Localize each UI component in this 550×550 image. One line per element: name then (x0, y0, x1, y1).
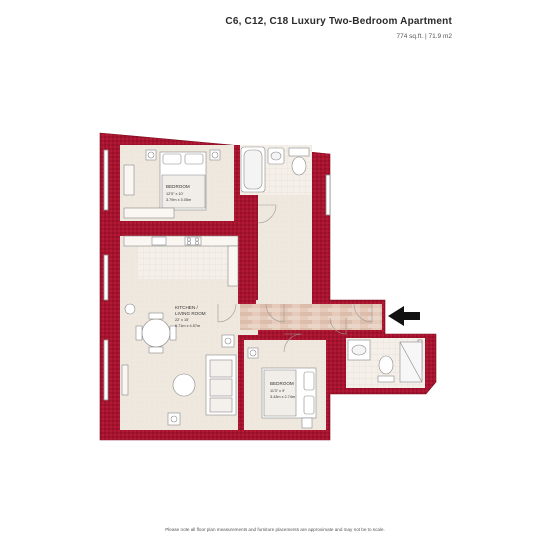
interior-walls (116, 145, 346, 436)
living-furniture (121, 303, 237, 426)
disclaimer: Please note all floor plan measurements … (165, 527, 385, 532)
bedroom-1-dim-metric: 3.79m x 3.05m (166, 198, 191, 202)
living-name-line1: KITCHEN / (175, 305, 198, 310)
kitchen-sink (151, 236, 167, 246)
living-name-line2: LIVING ROOM (175, 311, 206, 316)
page-title: C6, C12, C18 Luxury Two-Bedroom Apartmen… (225, 16, 452, 27)
corridor-floor (258, 195, 312, 305)
bedroom-1-name: BEDROOM (166, 184, 190, 189)
toilet-2 (378, 355, 394, 375)
dining-table (141, 318, 171, 348)
living-dim-imperial: 22' x 15' (175, 318, 189, 322)
bathroom-fixtures (240, 146, 310, 193)
doors (217, 204, 373, 353)
bedroom-2-dim-metric: 3.43m x 2.74m (270, 395, 295, 399)
coffee-table (172, 373, 196, 397)
toilet (291, 156, 307, 176)
area-label: 774 sq.ft. | 71.9 m2 (396, 33, 452, 40)
kitchen-fixtures (123, 235, 239, 287)
ensuite-fixtures (347, 339, 423, 383)
hall-floor (240, 304, 382, 330)
bedroom-2-dim-imperial: 11'3" x 9' (270, 389, 285, 393)
bedroom-2-furniture (247, 347, 317, 429)
bedroom-1-dim-imperial: 12'5" x 10' (166, 192, 184, 196)
bedroom-2-name: BEDROOM (270, 381, 294, 386)
kitchen-floor (138, 244, 238, 279)
hob (184, 236, 202, 246)
entrance-arrow-icon (388, 306, 420, 326)
bedroom-1-furniture (123, 149, 221, 219)
living-dim-metric: 6.71m x 4.57m (175, 324, 200, 328)
room-labels: BEDROOM 12'5" x 10' 3.79m x 3.05m KITCHE… (166, 184, 295, 399)
